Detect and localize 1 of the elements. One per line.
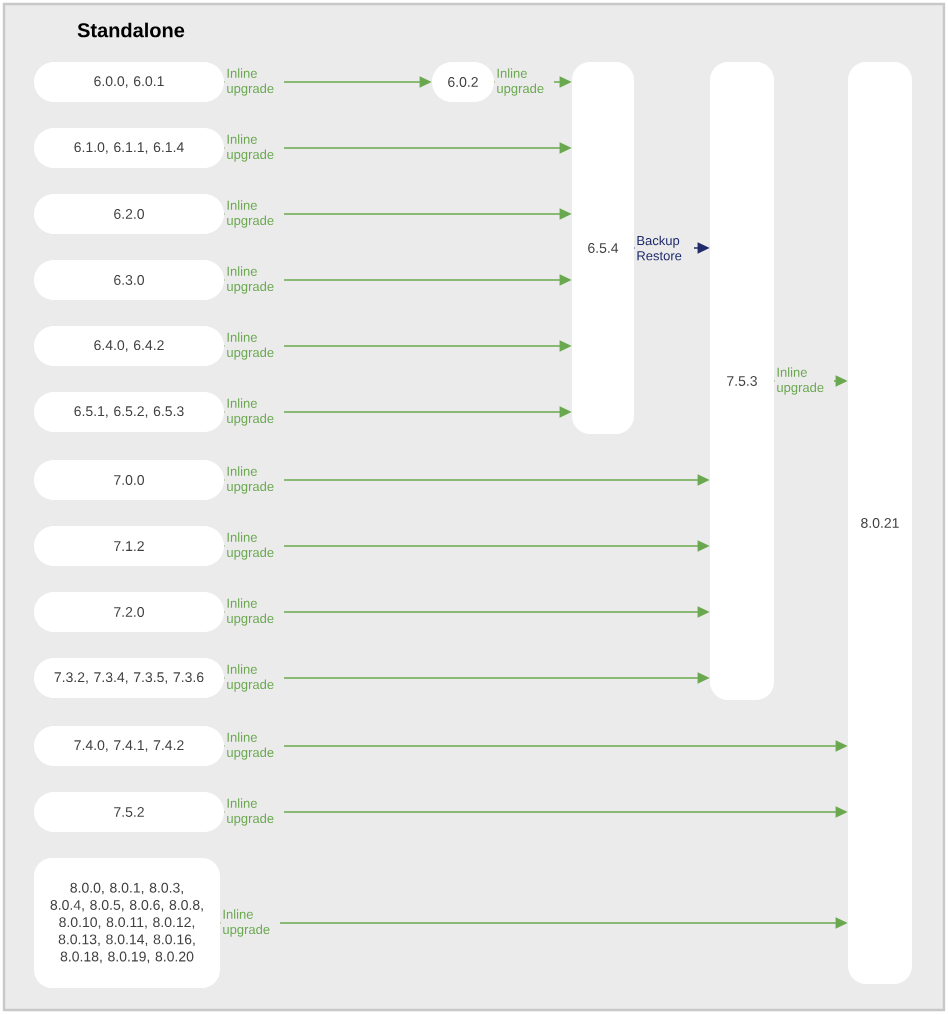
title: Standalone [77, 22, 185, 38]
